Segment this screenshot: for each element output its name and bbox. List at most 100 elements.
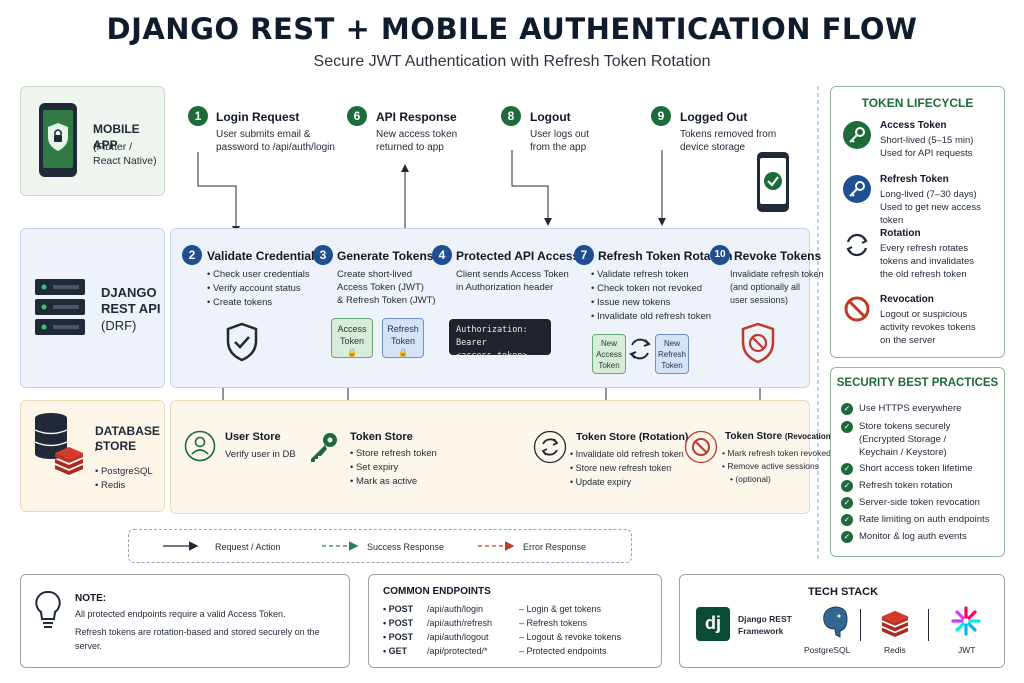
endpoint-method: • GET [383,646,408,656]
key-icon [306,430,340,469]
step-desc-loggedout-2: device storage [680,142,746,153]
page-title: DJANGO REST + MOBILE AUTHENTICATION FLOW [106,12,918,46]
lifecycle-desc: Short-lived (5–15 min) [880,135,974,146]
lane-api-label2: REST API [101,301,161,316]
revocation-store-list: Mark refresh token revoked Remove active… [722,447,831,486]
rotation-item: Issue new tokens [591,296,711,310]
revocation-store-item: Mark refresh token revoked [722,447,830,460]
best-practice-item: Keychain / Keystore) [859,447,947,458]
endpoints-panel: COMMON ENDPOINTS • POST /api/auth/login … [368,574,662,668]
shield-ban-icon [740,322,776,369]
endpoint-desc: – Logout & revoke tokens [519,632,622,642]
step-title-rotation: Refresh Token Rotation [598,249,733,263]
note-line-2: Refresh tokens are rotation-based and st… [75,627,320,651]
ban-icon [843,295,871,328]
db-band [170,400,810,514]
best-practice-item: Short access token lifetime [859,463,973,474]
check-icon: ✓ [841,497,853,509]
jwt-label: JWT [958,645,976,655]
token-store-item: Store refresh token [350,447,437,461]
refresh-token-label-2: Token [390,336,416,346]
step-desc-loggedout-1: Tokens removed from [680,129,777,140]
lifecycle-desc: activity revokes tokens [880,322,976,333]
generate-desc-1: Create short-lived [337,269,412,280]
step-desc-response-1: New access token [376,129,458,140]
step-title-protected: Protected API Access [456,249,580,263]
ban-icon [684,430,718,469]
new-access-label-1: New [600,339,617,348]
rotation-store-item: Store new refresh token [570,461,684,475]
lane-api-label1: DJANGO [101,285,157,300]
lane-app-sub2: React Native) [93,155,157,167]
access-token-label-2: Token [339,336,365,346]
endpoint-path: /api/auth/refresh [427,618,493,628]
lock-icon: 🔒 [347,348,357,357]
phone-icon [37,101,79,179]
endpoint-path: /api/auth/logout [427,632,489,642]
revocation-store-item: Remove active sessions [722,460,831,473]
lifecycle-desc: the old refresh token [880,269,967,280]
endpoint-desc: – Refresh tokens [519,618,588,628]
lifecycle-desc: Long-lived (7–30 days) [880,189,977,200]
endpoint-desc: – Protected endpoints [519,646,607,656]
token-store-list: Store refresh token Set expiry Mark as a… [350,447,437,489]
step-number-10: 10 [710,245,730,265]
refresh-token-box: Refresh Token 🔒 [382,318,424,358]
step-title-generate: Generate Tokens [337,249,434,263]
lifecycle-title-refresh: Refresh Token [880,174,949,185]
step-number-3: 3 [313,245,333,265]
new-access-label-2: Access [596,350,622,359]
code-line-2: Bearer <access_token> [456,338,528,361]
postgresql-label: PostgreSQL [804,645,851,655]
lifecycle-desc: tokens and invalidates [880,256,975,267]
lane-app-label: MOBILE APP [93,122,140,152]
legend: Request / Action Success Response Error … [128,529,632,563]
rotate-icon [843,231,871,264]
step-desc-login-1: User submits email & [216,129,311,140]
endpoint-method: • POST [383,618,414,628]
rotation-list: Validate refresh token Check token not r… [591,268,711,324]
lock-icon: 🔒 [398,348,408,357]
validate-item: Create tokens [207,296,310,310]
lane-db-label2: STORE [95,439,137,453]
lane-db-label1: DATABASE / [95,424,160,454]
store-title-revocation-main: Token Store [725,431,783,442]
check-icon: ✓ [841,480,853,492]
step-title-loggedout: Logged Out [680,110,748,124]
redis-icon [53,445,85,480]
rotate-icon [533,430,567,469]
lifecycle-title-access: Access Token [880,120,947,131]
lifecycle-desc: on the server [880,335,936,346]
protected-desc-1: Client sends Access Token [456,269,569,280]
refresh-token-label-1: Refresh [387,324,419,334]
lifecycle-title-rotation: Rotation [880,228,921,239]
step-number-2: 2 [182,245,202,265]
endpoint-method-text: GET [388,646,408,656]
rotation-item: Invalidate old refresh token [591,310,711,324]
store-title-rotation: Token Store (Rotation) [576,431,689,443]
key-icon [843,175,871,208]
best-practice-item: Refresh token rotation [859,480,953,491]
revoke-desc-3: user sessions) [730,295,789,305]
lane-app-sub1: (Flutter / [93,141,133,153]
best-practices-heading: SECURITY BEST PRACTICES [836,377,999,389]
validate-item: Verify account status [207,282,310,296]
generate-desc-2: Access Token (JWT) [337,282,424,293]
best-practice-item: Store tokens securely [859,421,951,432]
step-number-6: 6 [347,106,367,126]
lane-db-item: Redis [95,479,153,493]
redis-label: Redis [884,645,906,655]
new-access-label-3: Token [598,361,620,370]
rotation-store-item: Invalidate old refresh token [570,447,684,461]
revocation-store-item: (optional) [722,473,831,486]
legend-error-label: Error Response [523,542,587,552]
step-desc-logout-2: from the app [530,142,587,153]
step-desc-login-2: password to /api/auth/login [216,142,335,153]
access-token-box: Access Token 🔒 [331,318,373,358]
endpoint-method-text: POST [388,632,414,642]
check-icon: ✓ [841,403,853,415]
django-logo: dj [696,607,730,641]
lifecycle-desc: Logout or suspicious [880,309,968,320]
lifecycle-heading: TOKEN LIFECYCLE [861,96,974,110]
django-label-1: Django REST [738,614,792,624]
